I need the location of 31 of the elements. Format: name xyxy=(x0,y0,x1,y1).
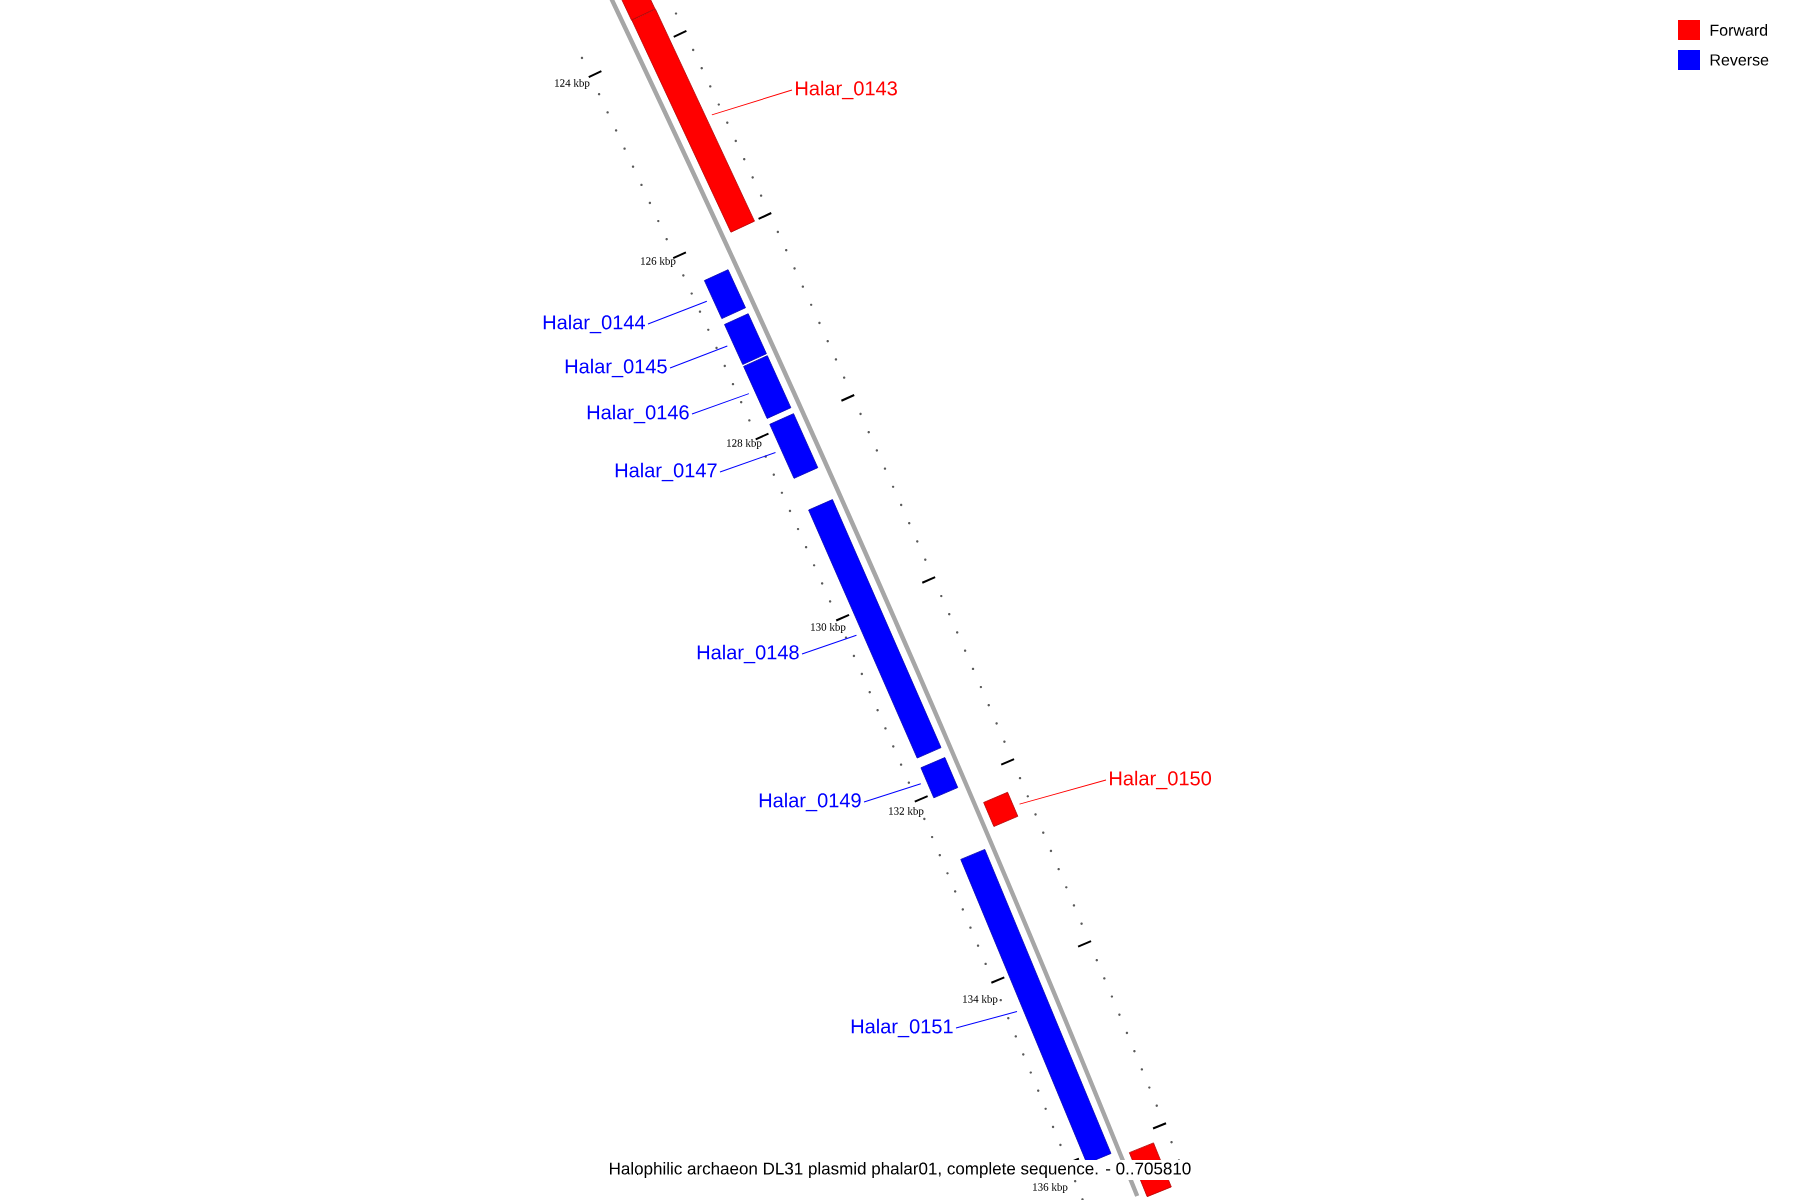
gene-bar xyxy=(619,0,656,21)
gene-label: Halar_0146 xyxy=(587,404,689,424)
gene-label: Halar_0148 xyxy=(697,644,799,664)
gene-bar xyxy=(769,413,819,479)
leader-line xyxy=(801,634,857,655)
caption: Halophilic archaeon DL31 plasmid phalar01, complete sequence. - 0..705810 xyxy=(606,1160,1194,1180)
gene-bar xyxy=(743,355,792,419)
leader-line xyxy=(955,1011,1018,1029)
leader-line xyxy=(669,345,728,369)
legend-label: Reverse xyxy=(1710,54,1769,66)
gene-bar xyxy=(983,791,1019,827)
leader-line xyxy=(1019,779,1107,805)
gene-bar xyxy=(631,8,755,233)
gene-label: Halar_0149 xyxy=(759,792,861,812)
gene-label: Halar_0145 xyxy=(565,358,667,378)
legend-label: Forward xyxy=(1710,24,1768,36)
leader-line xyxy=(711,89,793,116)
gene-label: Halar_0144 xyxy=(543,314,645,334)
leader-line xyxy=(691,393,750,415)
gene-bar xyxy=(808,499,942,759)
leader-line xyxy=(719,451,776,473)
gene-bar xyxy=(960,849,1112,1164)
gene-bar xyxy=(704,269,746,319)
leader-line xyxy=(647,300,708,325)
gene-bar xyxy=(724,313,767,365)
gene-label: Halar_0150 xyxy=(1110,770,1211,790)
gene-label: Halar_0147 xyxy=(615,462,717,482)
gene-label: Halar_0143 xyxy=(796,80,897,100)
leader-line xyxy=(863,783,922,803)
gene-bar xyxy=(920,757,959,799)
gene-label: Halar_0151 xyxy=(851,1018,953,1038)
